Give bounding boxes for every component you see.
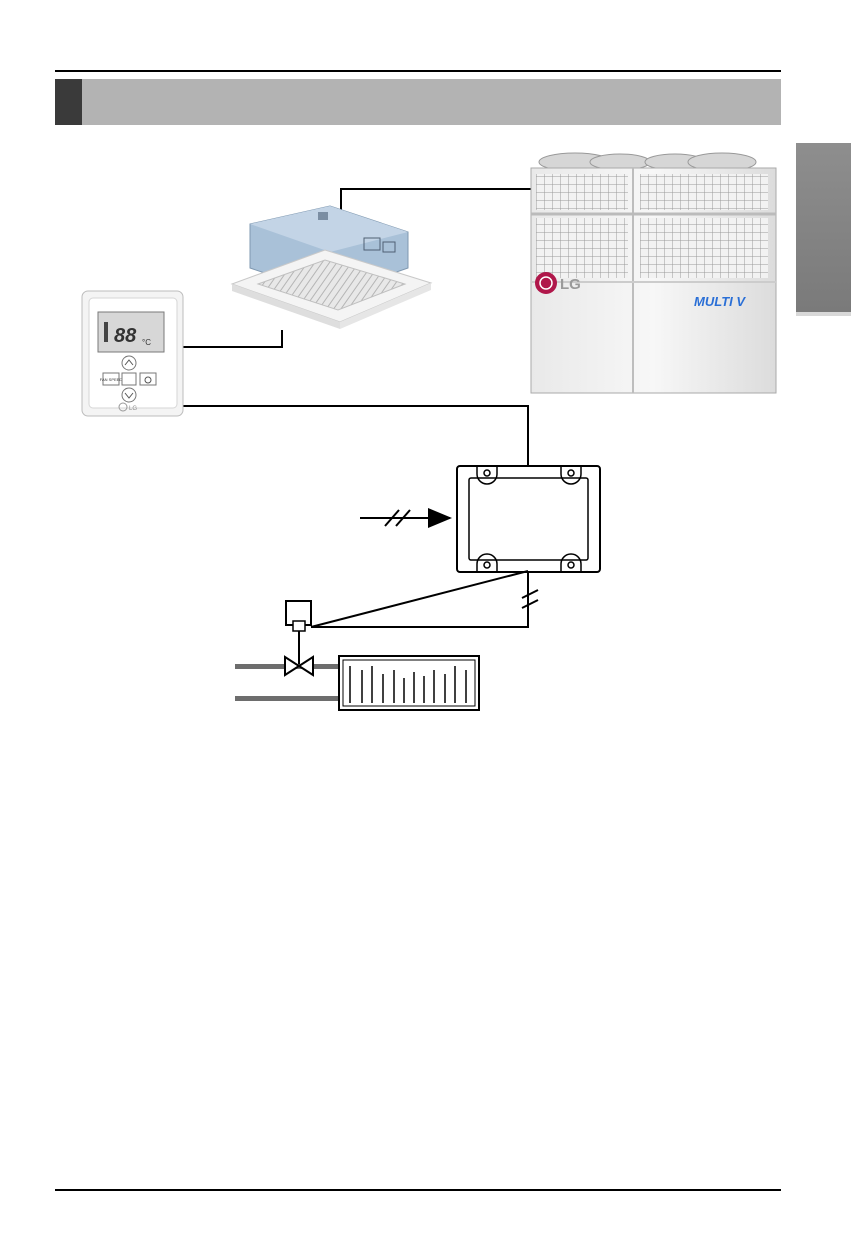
- heating-coil-icon: [339, 656, 479, 710]
- multi-conductor-markers: [385, 510, 538, 608]
- remote-mode-button[interactable]: [122, 373, 136, 385]
- outdoor-model-logo: MULTI V: [694, 294, 746, 309]
- ceiling-cassette-icon: [232, 206, 431, 329]
- remote-fan-speed-label: FAN SPEED: [100, 377, 123, 382]
- remote-brand-logo: LG: [129, 406, 137, 412]
- wire-indoor-outdoor: [341, 189, 534, 222]
- wire-remote-indoor: [183, 330, 282, 347]
- interface-box-icon: [457, 466, 600, 572]
- bottom-rule: [55, 1189, 781, 1191]
- remote-display-digits: 88: [114, 325, 137, 347]
- wire-remote-interface: [183, 406, 528, 466]
- wired-remote-icon: 88 °C FAN SPEED LG: [82, 291, 183, 416]
- valve-actuator-icon: [286, 601, 311, 665]
- wire-box-actuator-upper: [311, 571, 528, 627]
- remote-down-button[interactable]: [122, 388, 136, 402]
- outdoor-unit-icon: LG MULTI V: [531, 153, 776, 393]
- remote-up-button[interactable]: [122, 356, 136, 370]
- remote-display-unit: °C: [142, 338, 151, 347]
- outdoor-brand-logo: LG: [560, 276, 581, 293]
